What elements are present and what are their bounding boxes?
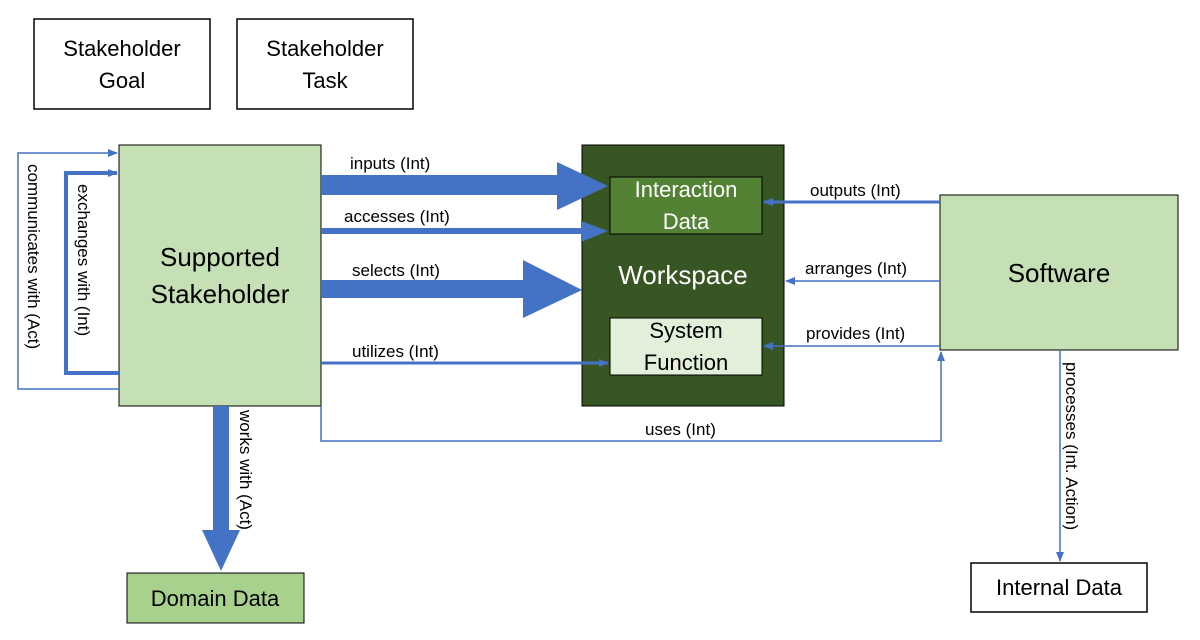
supported-stakeholder-line-1: Supported (160, 242, 280, 272)
interaction-data-line-1: Interaction (635, 177, 738, 202)
stakeholder-goal-line-2: Goal (99, 68, 145, 93)
inputs-arrow (321, 162, 608, 210)
interaction-data-box: Interaction Data (609, 176, 763, 235)
internal-data-box: Internal Data (970, 562, 1148, 613)
system-function-box: System Function (609, 317, 763, 376)
stakeholder-task-box: Stakeholder Task (236, 18, 414, 110)
works-with-label: works with (Act) (236, 409, 255, 530)
supported-stakeholder-line-2: Stakeholder (151, 279, 290, 309)
domain-data-label: Domain Data (151, 586, 280, 611)
stakeholder-goal-line-1: Stakeholder (63, 36, 180, 61)
outputs-label: outputs (Int) (810, 181, 901, 200)
software-box: Software (939, 194, 1179, 351)
communicates-with-arrow (17, 149, 119, 390)
exchanges-with-label: exchanges with (Int) (74, 184, 93, 336)
uses-arrow (320, 351, 945, 442)
selects-label: selects (Int) (352, 261, 440, 280)
stakeholder-task-line-2: Task (302, 68, 348, 93)
system-function-line-1: System (649, 318, 722, 343)
utilizes-label: utilizes (Int) (352, 342, 439, 361)
provides-label: provides (Int) (806, 324, 905, 343)
uses-label: uses (Int) (645, 420, 716, 439)
domain-data-box: Domain Data (126, 572, 305, 624)
stakeholder-goal-box: Stakeholder Goal (33, 18, 211, 110)
internal-data-label: Internal Data (996, 575, 1123, 600)
accesses-label: accesses (Int) (344, 207, 450, 226)
interaction-data-line-2: Data (663, 209, 710, 234)
inputs-label: inputs (Int) (350, 154, 430, 173)
software-label: Software (1008, 258, 1111, 288)
workspace-label: Workspace (618, 260, 748, 290)
accesses-arrow (321, 221, 608, 242)
selects-arrow (321, 260, 582, 318)
arranges-label: arranges (Int) (805, 259, 907, 278)
stakeholder-task-line-1: Stakeholder (266, 36, 383, 61)
supported-stakeholder-box: Supported Stakeholder (118, 144, 322, 407)
works-with-arrow (202, 406, 240, 571)
processes-label: processes (Int. Action) (1062, 362, 1081, 530)
system-function-line-2: Function (644, 350, 728, 375)
exchanges-with-arrow (64, 169, 119, 375)
communicates-with-label: communicates with (Act) (24, 164, 43, 349)
